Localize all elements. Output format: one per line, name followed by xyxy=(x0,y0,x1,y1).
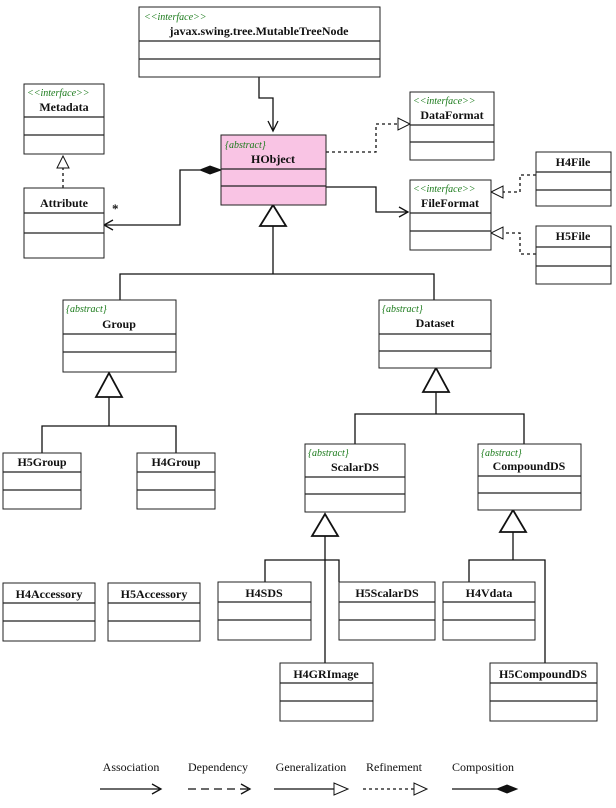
class-name: H4Accessory xyxy=(16,587,83,601)
class-h4grimage: H4GRImage xyxy=(279,662,374,722)
class-h5compoundds: H5CompoundDS xyxy=(489,662,598,722)
edge-generalization-hobject xyxy=(119,203,435,300)
class-h4accessory: H4Accessory xyxy=(2,582,96,642)
stereotype-label: <<interface>> xyxy=(413,96,476,107)
stereotype-label: {abstract} xyxy=(225,140,266,151)
edge-hobject-to-dataformat xyxy=(326,117,412,153)
legend-dependency-label: Dependency xyxy=(188,760,248,774)
class-name: H4GRImage xyxy=(293,667,359,681)
class-dataformat: <<interface>> DataFormat xyxy=(409,91,495,161)
class-dataset: {abstract} Dataset xyxy=(378,299,492,369)
class-name: DataFormat xyxy=(420,108,483,122)
class-name: H4Group xyxy=(151,455,200,469)
edge-hobject-to-fileformat xyxy=(326,186,410,218)
edge-h5file-to-fileformat xyxy=(489,226,536,255)
stereotype-label: {abstract} xyxy=(66,304,107,315)
edge-generalization-compoundds xyxy=(468,508,546,663)
stereotype-label: {abstract} xyxy=(308,448,349,459)
edge-attribute-to-metadata xyxy=(56,154,70,188)
stereotype-label: <<interface>> xyxy=(144,12,207,23)
class-h5file: H5File xyxy=(535,225,612,285)
class-name: H4SDS xyxy=(245,586,283,600)
legend-composition: Composition xyxy=(452,760,519,794)
stereotype-label: <<interface>> xyxy=(27,88,90,99)
class-name: FileFormat xyxy=(421,196,479,210)
class-h5group: H5Group xyxy=(2,452,82,510)
class-h4sds: H4SDS xyxy=(217,581,312,641)
edge-hobject-to-mutabletreenode xyxy=(258,77,279,133)
class-name: Group xyxy=(102,317,136,331)
class-name: javax.swing.tree.MutableTreeNode xyxy=(169,24,350,38)
class-scalards: {abstract} ScalarDS xyxy=(304,443,406,513)
class-name: Metadata xyxy=(39,100,88,114)
class-metadata: <<interface>> Metadata xyxy=(23,83,105,155)
class-compoundds: {abstract} CompoundDS xyxy=(477,443,582,511)
class-name: H5Accessory xyxy=(121,587,188,601)
class-h5scalards: H5ScalarDS xyxy=(338,581,436,641)
class-name: Attribute xyxy=(40,196,89,210)
class-h4file: H4File xyxy=(535,151,612,207)
class-fileformat: <<interface>> FileFormat xyxy=(409,179,492,251)
edge-h4file-to-fileformat xyxy=(489,174,536,199)
class-h5accessory: H5Accessory xyxy=(107,582,201,642)
class-mutable-tree-node: <<interface>> javax.swing.tree.MutableTr… xyxy=(138,6,381,78)
stereotype-label: {abstract} xyxy=(481,448,522,459)
stereotype-label: {abstract} xyxy=(382,304,423,315)
stereotype-label: <<interface>> xyxy=(413,184,476,195)
class-name: HObject xyxy=(251,152,295,166)
edge-generalization-group xyxy=(41,371,177,453)
class-group: {abstract} Group xyxy=(62,299,177,373)
class-name: H5Group xyxy=(17,455,66,469)
class-h4group: H4Group xyxy=(136,452,216,510)
edge-generalization-scalards xyxy=(264,512,340,663)
legend-dependency: Dependency xyxy=(188,760,252,795)
class-name: CompoundDS xyxy=(493,459,566,473)
legend-refinement-label: Refinement xyxy=(366,760,423,774)
legend-refinement: Refinement xyxy=(363,760,429,796)
class-name: Dataset xyxy=(416,316,455,330)
edge-hobject-composition-attribute xyxy=(102,165,223,231)
class-name: ScalarDS xyxy=(331,460,379,474)
class-name: H5CompoundDS xyxy=(499,667,587,681)
class-name: H4File xyxy=(556,155,591,169)
edge-generalization-dataset xyxy=(354,366,525,444)
class-name: H5ScalarDS xyxy=(355,586,419,600)
multiplicity-label: * xyxy=(112,201,119,216)
legend-association: Association xyxy=(100,760,163,795)
class-name: H5File xyxy=(556,229,591,243)
legend-generalization: Generalization xyxy=(274,760,350,796)
legend-generalization-label: Generalization xyxy=(276,760,347,774)
legend-association-label: Association xyxy=(103,760,160,774)
class-h4vdata: H4Vdata xyxy=(442,581,536,641)
class-hobject: {abstract} HObject xyxy=(220,134,327,206)
class-name: H4Vdata xyxy=(466,586,513,600)
legend: Association Dependency Generalization Re… xyxy=(100,760,519,796)
class-attribute: Attribute xyxy=(23,187,105,259)
legend-composition-label: Composition xyxy=(452,760,514,774)
